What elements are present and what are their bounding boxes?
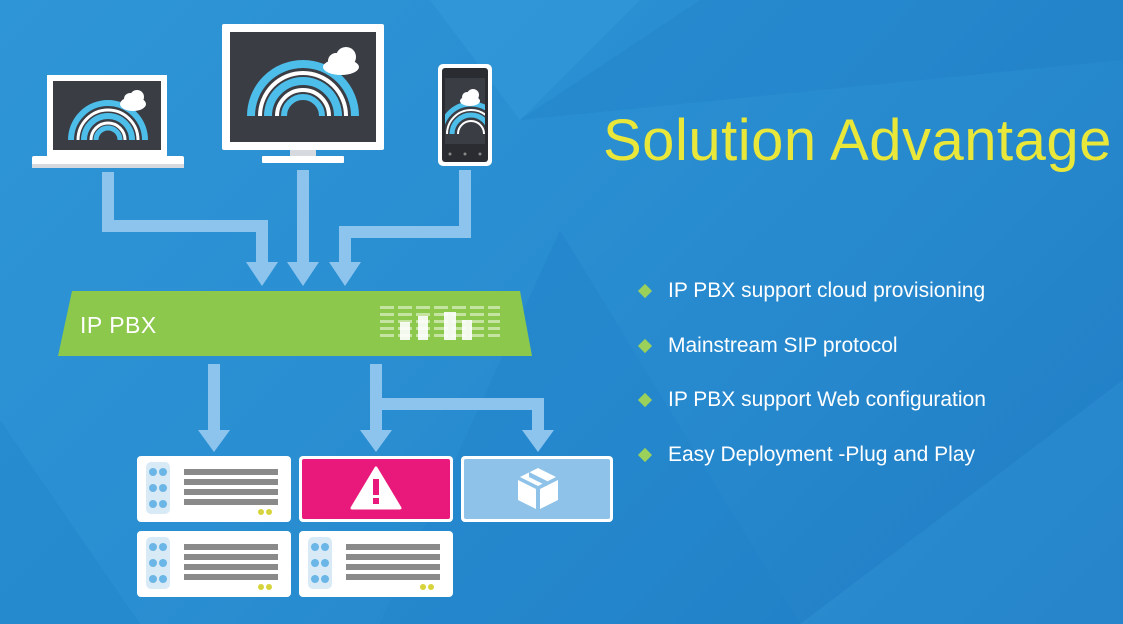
cloud-icon-monitor	[323, 47, 359, 75]
arrowhead-laptop	[246, 262, 278, 286]
arrow-phone-to-pbx	[339, 170, 471, 264]
pbx-label: IP PBX	[80, 312, 157, 338]
arrow-laptop-to-pbx	[102, 172, 268, 264]
arrowhead-monitor	[287, 262, 319, 286]
cloud-icon-phone	[460, 89, 480, 106]
arrowhead-server	[198, 430, 230, 452]
cloud-rainbow-icon-monitor	[247, 60, 359, 117]
pbx-equalizer-icon	[380, 306, 500, 337]
list-item: Easy Deployment -Plug and Play	[637, 442, 986, 497]
diamond-bullet-icon	[637, 392, 653, 408]
cloud-rainbow-icon-laptop	[68, 100, 148, 141]
warning-icon	[350, 466, 402, 510]
package-tile	[461, 456, 613, 522]
advantage-list: IP PBX support cloud provisioning Mainst…	[637, 278, 986, 497]
server-tile-1	[137, 456, 291, 522]
list-item-text: IP PBX support cloud provisioning	[668, 279, 986, 302]
arrowhead-alert	[360, 430, 392, 452]
arrow-pbx-to-package	[376, 398, 544, 432]
diamond-bullet-icon	[637, 447, 653, 462]
server-tile-2	[137, 531, 291, 597]
page-title: Solution Advantage	[603, 108, 1112, 173]
pbx-bar	[58, 291, 532, 356]
laptop-device	[32, 75, 184, 168]
arrowhead-phone	[329, 262, 361, 286]
arrowhead-package	[522, 430, 554, 452]
diamond-bullet-icon	[637, 338, 653, 353]
cloud-icon-laptop	[120, 90, 146, 111]
list-item: Mainstream SIP protocol	[637, 333, 986, 388]
list-item-text: Mainstream SIP protocol	[668, 333, 898, 357]
list-item-text: IP PBX support Web configuration	[668, 388, 986, 411]
package-icon	[518, 468, 558, 509]
list-item: IP PBX support Web configuration	[637, 387, 986, 442]
monitor-device	[222, 24, 384, 163]
pbx-equalizer-bars	[400, 312, 472, 340]
list-item-text: Easy Deployment -Plug and Play	[668, 442, 975, 466]
list-item: IP PBX support cloud provisioning	[637, 278, 986, 333]
server-tile-3	[299, 531, 453, 597]
diamond-bullet-icon	[637, 283, 653, 299]
